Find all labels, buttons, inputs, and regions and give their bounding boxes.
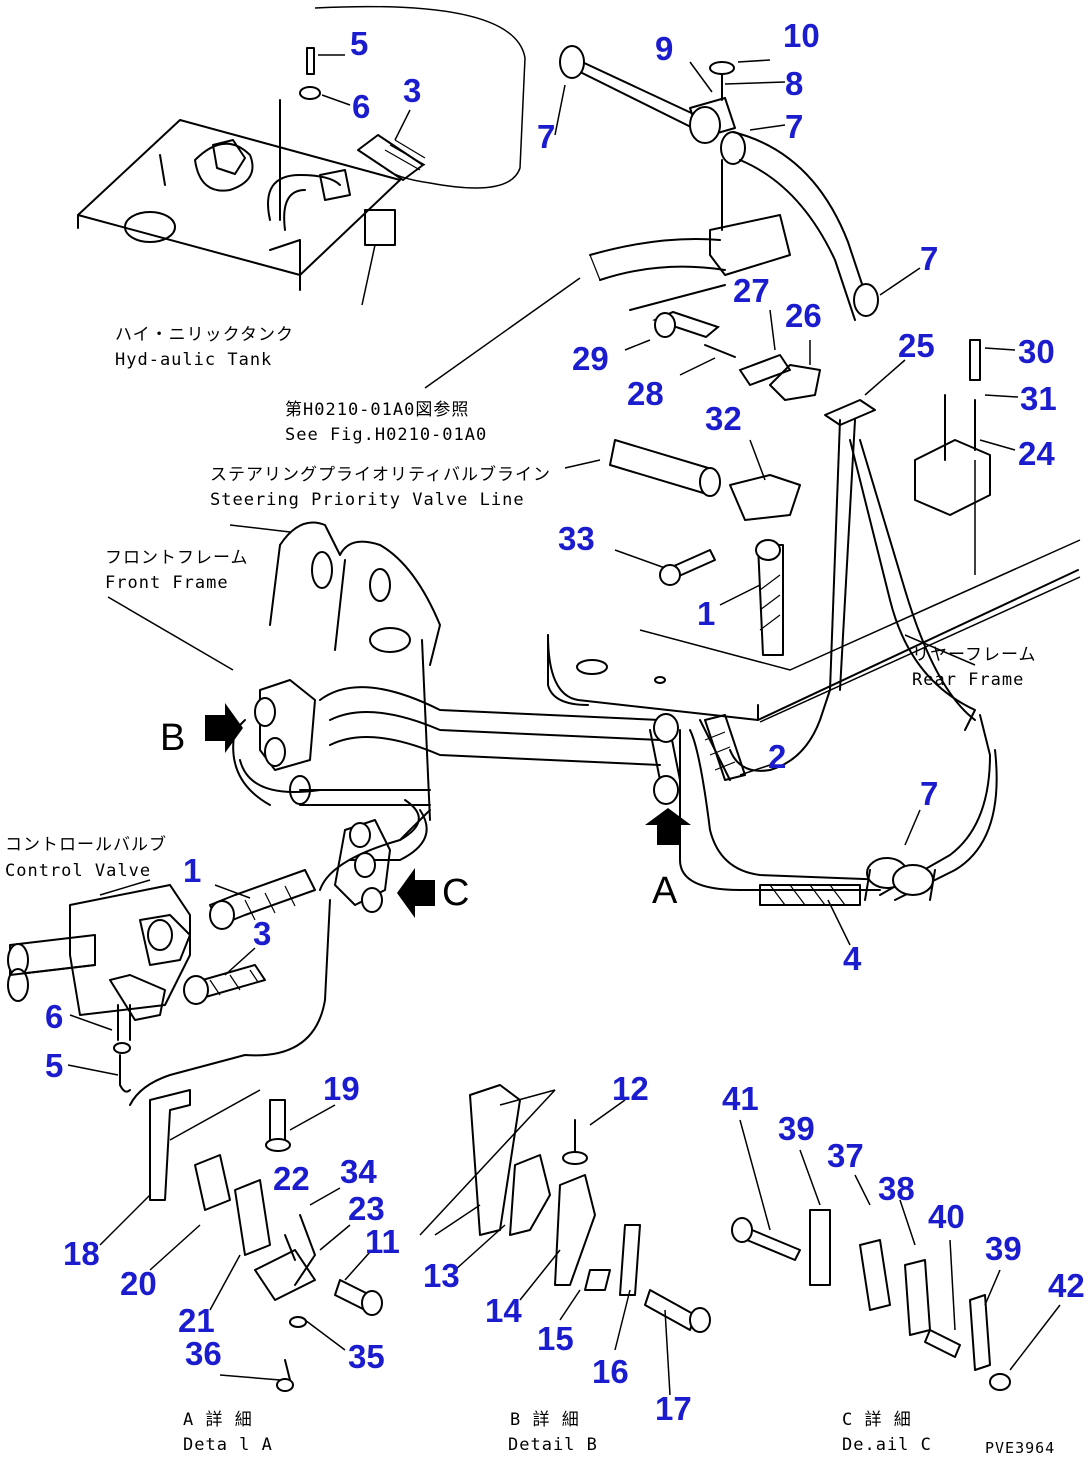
control-valve-label-jp: コントロールバルブ (5, 834, 167, 855)
rear-frame-label-jp: リヤーフレーム (912, 645, 1036, 665)
detail-a-drawing (149, 1089, 383, 1392)
callout-39: 39 (778, 1110, 815, 1147)
upper-right-clamps (609, 310, 991, 691)
callout-9: 9 (655, 30, 673, 67)
leader-lines (67, 54, 1061, 1396)
callout-35: 35 (348, 1338, 385, 1375)
hydraulic-tank-label-jp: ハイ・ニリックタンク (115, 325, 294, 345)
view-b-label: B (160, 717, 185, 759)
see-fig-label-en: See Fig.H0210-01A0 (285, 425, 487, 445)
callout-34: 34 (340, 1153, 377, 1190)
callout-30: 30 (1018, 333, 1055, 370)
callout-numbers: 5 6 3 9 10 8 7 7 7 7 27 26 25 30 31 24 2… (45, 17, 1085, 1427)
callout-24: 24 (1018, 435, 1055, 472)
detail-b-drawing (419, 1084, 711, 1333)
callout-10: 10 (783, 17, 820, 54)
callout-2: 2 (768, 738, 786, 775)
callout-14: 14 (485, 1292, 522, 1329)
callout-7: 7 (785, 108, 803, 145)
callout-13: 13 (423, 1257, 460, 1294)
callout-3: 3 (253, 915, 271, 952)
callout-7: 7 (920, 775, 938, 812)
see-fig-label-jp: 第H0210-01A0図参照 (285, 400, 469, 420)
view-arrows (205, 703, 691, 918)
callout-37: 37 (827, 1137, 864, 1174)
callout-4: 4 (843, 940, 862, 977)
callout-32: 32 (705, 400, 742, 437)
callout-27: 27 (733, 272, 770, 309)
callout-8: 8 (785, 65, 803, 102)
callout-22: 22 (273, 1160, 310, 1197)
callout-3: 3 (403, 72, 421, 109)
callout-5: 5 (350, 25, 368, 62)
front-frame-label-en: Front Frame (105, 573, 229, 593)
callout-42: 42 (1048, 1267, 1085, 1304)
callout-1: 1 (183, 852, 201, 889)
callout-6: 6 (352, 88, 370, 125)
detail-b-label-jp: B 詳 細 (510, 1410, 580, 1430)
detail-a-label-en: Deta l A (183, 1435, 273, 1455)
callout-5: 5 (45, 1047, 63, 1084)
callout-21: 21 (178, 1302, 215, 1339)
steering-label-jp: ステアリングプライオリティバルブライン (210, 464, 551, 485)
callout-18: 18 (63, 1235, 100, 1272)
hydraulic-tank-label-en: Hyd-aulic Tank (115, 350, 272, 370)
callout-12: 12 (612, 1070, 649, 1107)
callout-6: 6 (45, 998, 63, 1035)
upper-piping (314, 5, 879, 321)
callout-20: 20 (120, 1265, 157, 1302)
callout-36: 36 (185, 1335, 222, 1372)
rear-frame-drawing (547, 539, 1081, 723)
front-frame-label-jp: フロントフレーム (105, 548, 249, 568)
callout-7: 7 (537, 118, 555, 155)
detail-c-drawing (731, 1209, 1011, 1391)
view-c-label: C (442, 872, 469, 914)
detail-b-label-en: Detail B (508, 1435, 598, 1455)
control-valve-drawing (7, 809, 431, 1106)
detail-c-label-jp: C 詳 細 (842, 1410, 912, 1430)
callout-40: 40 (928, 1198, 965, 1235)
callout-16: 16 (592, 1353, 629, 1390)
callout-11: 11 (365, 1223, 400, 1260)
callout-39: 39 (985, 1230, 1022, 1267)
callout-41: 41 (722, 1080, 759, 1117)
callout-23: 23 (348, 1190, 385, 1227)
callout-17: 17 (655, 1390, 692, 1427)
steering-label-en: Steering Priority Valve Line (210, 490, 525, 510)
callout-19: 19 (323, 1070, 360, 1107)
callout-33: 33 (558, 520, 595, 557)
detail-c-label-en: De.ail C (842, 1435, 932, 1455)
rear-frame-label-en: Rear Frame (912, 670, 1024, 690)
detail-a-label-jp: A 詳 細 (183, 1410, 253, 1430)
callout-38: 38 (878, 1170, 915, 1207)
front-frame-drawing (232, 521, 441, 821)
view-a-label: A (652, 870, 678, 912)
callout-28: 28 (627, 375, 664, 412)
control-valve-label-en: Control Valve (5, 861, 151, 881)
callout-1: 1 (697, 595, 715, 632)
callout-31: 31 (1020, 380, 1057, 417)
figure-code: PVE3964 (985, 1439, 1055, 1457)
callout-29: 29 (572, 340, 609, 377)
hydraulic-tank-drawing (77, 47, 426, 306)
main-piping (299, 439, 998, 906)
arrow-c-icon (397, 868, 435, 918)
callout-26: 26 (785, 297, 822, 334)
callout-15: 15 (537, 1320, 574, 1357)
arrow-b-icon (205, 703, 243, 753)
drawing-labels: ハイ・ニリックタンク Hyd-aulic Tank 第H0210-01A0図参照… (5, 325, 1055, 1457)
callout-25: 25 (898, 327, 935, 364)
callout-7: 7 (920, 240, 938, 277)
arrow-a-icon (645, 808, 691, 845)
